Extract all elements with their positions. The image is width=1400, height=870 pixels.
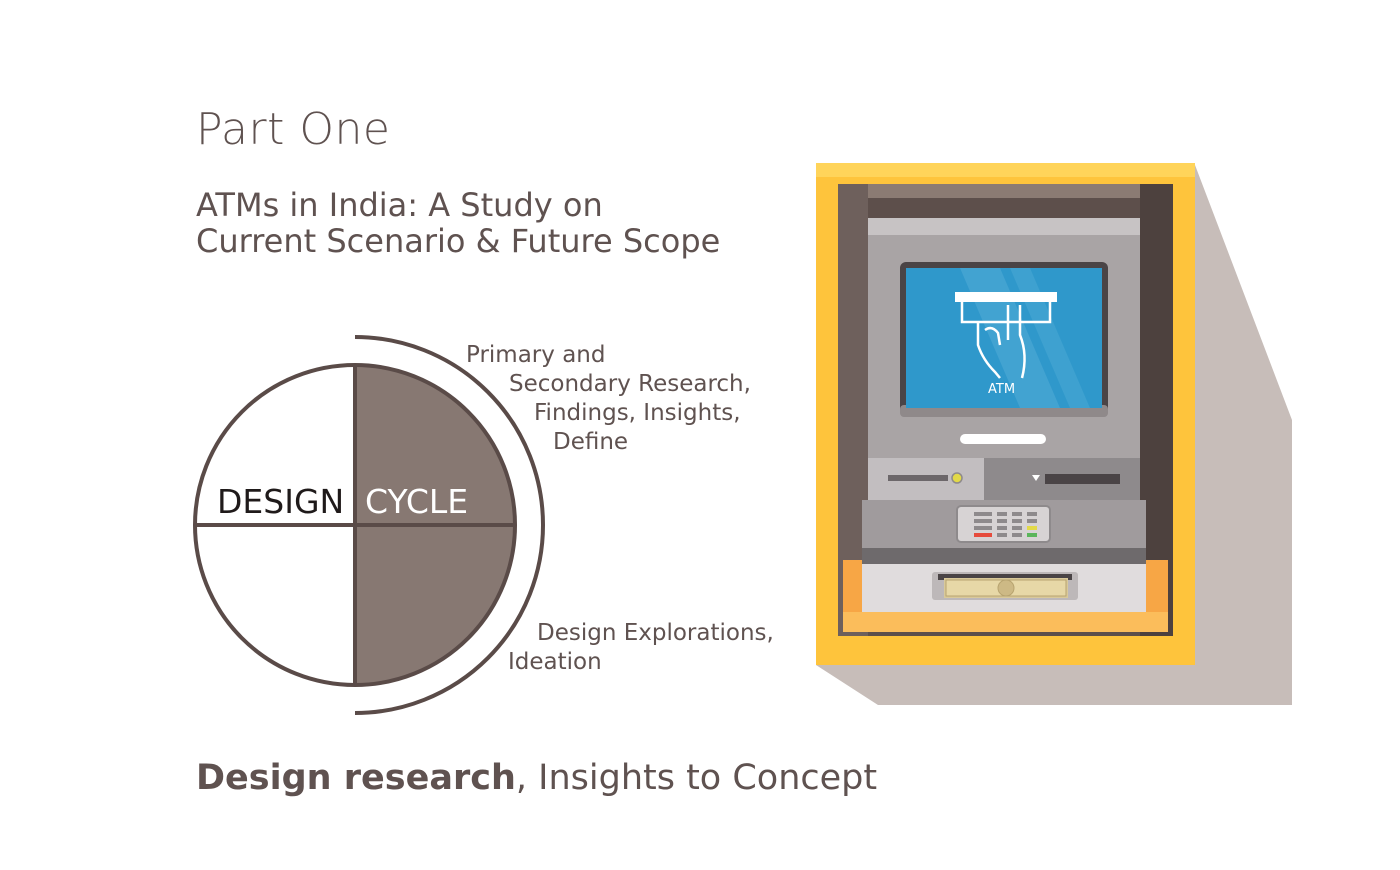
phase-exploration-line-2: Ideation xyxy=(508,649,602,675)
atm-insert-icon xyxy=(955,292,1057,379)
footer-caption: Design research, Insights to Concept xyxy=(196,758,877,798)
phase-exploration-line-1: Design Explorations, xyxy=(537,620,774,646)
phase-research-line-1: Primary and xyxy=(466,342,606,368)
phase-research-line-3: Findings, Insights, xyxy=(534,400,741,426)
footer-bold: Design research xyxy=(196,758,516,798)
footer-rest: , Insights to Concept xyxy=(515,758,878,798)
phase-research-line-4: Define xyxy=(553,429,629,455)
subtitle-line-1: ATMs in India: A Study on xyxy=(196,186,603,224)
part-title: Part One xyxy=(196,104,391,155)
atm-frame-highlight xyxy=(816,163,1195,177)
cycle-outer-arc xyxy=(354,335,545,715)
phase-research-line-2: Secondary Research, xyxy=(509,371,751,397)
cycle-left-word: DESIGN xyxy=(217,482,344,521)
subtitle-line-2: Current Scenario & Future Scope xyxy=(196,222,721,260)
cycle-right-word: CYCLE xyxy=(365,482,468,521)
atm-screen-label: ATM xyxy=(988,382,1015,397)
design-cycle-diagram: DESIGN CYCLE xyxy=(193,335,545,715)
atm-cash-notes xyxy=(944,578,1068,598)
atm-shadow xyxy=(816,165,1292,705)
atm-receipt-slot xyxy=(1045,474,1120,484)
atm-card-slot xyxy=(888,475,948,481)
